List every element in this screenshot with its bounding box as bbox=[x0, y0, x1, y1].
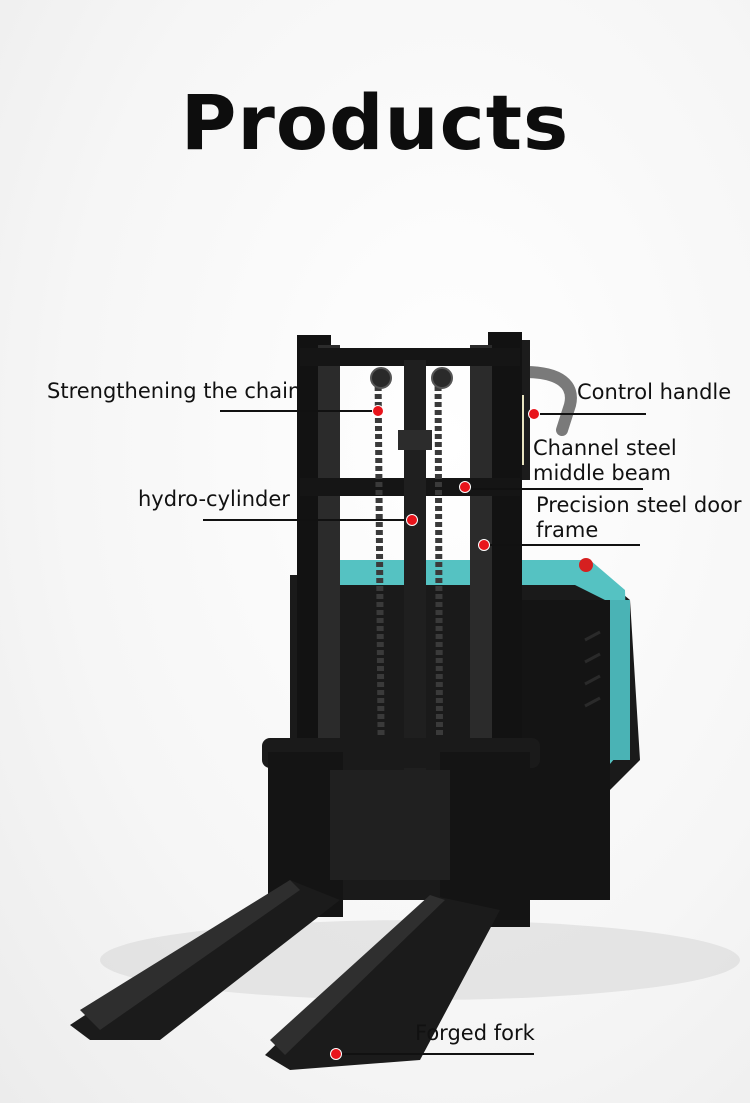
mast-top-beam bbox=[300, 348, 520, 366]
handle-bar bbox=[519, 366, 577, 436]
callout-chain-label: Strengthening the chain bbox=[47, 379, 302, 403]
callout-cylinder-line bbox=[203, 519, 413, 521]
page-title: Products bbox=[180, 78, 570, 167]
callout-cylinder-label: hydro-cylinder bbox=[138, 487, 290, 511]
mast-right-inner bbox=[470, 345, 492, 845]
callout-fork-dot bbox=[330, 1048, 342, 1060]
callout-handle-label: Control handle bbox=[577, 380, 732, 404]
carriage-center bbox=[330, 770, 450, 880]
vent-slots bbox=[584, 630, 601, 708]
callout-beam-line bbox=[466, 488, 643, 490]
callout-chain-dot bbox=[372, 405, 384, 417]
chain-sprocket-right bbox=[431, 367, 453, 389]
callout-beam-label: Channel steel middle beam bbox=[533, 436, 677, 485]
callout-doorframe-line bbox=[485, 544, 640, 546]
callout-beam-dot bbox=[459, 481, 471, 493]
fork-right-edge bbox=[270, 895, 445, 1055]
callout-doorframe-label: Precision steel door frame bbox=[536, 493, 742, 542]
callout-cylinder-dot bbox=[406, 514, 418, 526]
chain-sprocket-left bbox=[370, 367, 392, 389]
callout-handle-dot bbox=[528, 408, 540, 420]
mast-left-inner bbox=[318, 345, 340, 845]
callout-fork-line bbox=[338, 1053, 534, 1055]
carriage-right bbox=[440, 752, 530, 927]
fork-left-edge bbox=[80, 880, 300, 1030]
cylinder-head bbox=[398, 430, 432, 450]
callout-fork-label: Forged fork bbox=[415, 1021, 535, 1045]
callout-doorframe-dot bbox=[478, 539, 490, 551]
fork-right bbox=[265, 895, 500, 1070]
emergency-button bbox=[579, 558, 593, 572]
callout-handle-line bbox=[535, 413, 646, 415]
callout-chain-line bbox=[220, 410, 378, 412]
cylinder-rod bbox=[404, 360, 426, 850]
